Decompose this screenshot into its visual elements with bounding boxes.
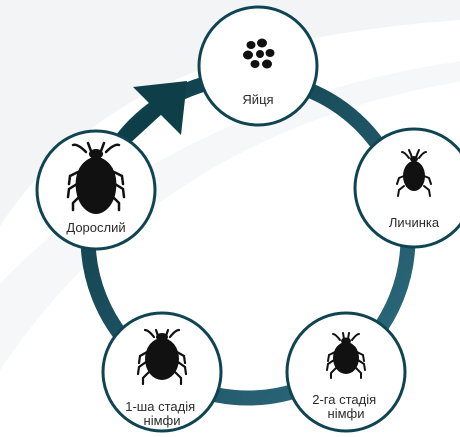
stage-node-nymph2: 2-га стадія німфи xyxy=(285,311,407,433)
node-label: 1-ша стадія xyxy=(125,399,195,414)
node-label: Яйця xyxy=(242,92,273,107)
stage-node-eggs: Яйця xyxy=(197,5,319,127)
node-label: Дорослий xyxy=(66,220,125,235)
node-label: Личинка xyxy=(389,215,440,230)
stage-node-adult: Дорослий xyxy=(35,129,157,251)
svg-text:2-га стадія німфи: 2-га стадія німфи xyxy=(312,392,380,421)
nymph1-mite-icon xyxy=(136,328,188,386)
adult-mite-icon xyxy=(66,141,126,214)
svg-text:Дорослий: Дорослий xyxy=(66,220,125,235)
node-label: німфи xyxy=(328,406,365,421)
nymph2-mite-icon xyxy=(326,332,366,379)
svg-text:Личинка: Личинка xyxy=(389,215,440,230)
node-label: німфи xyxy=(144,413,181,428)
node-label: 2-га стадія xyxy=(312,392,376,407)
stage-node-larva: Личинка xyxy=(353,127,460,249)
larva-mite-icon xyxy=(396,149,432,197)
svg-text:Яйця: Яйця xyxy=(242,92,273,107)
svg-text:1-ша стадія німфи: 1-ша стадія німфи xyxy=(125,399,199,428)
stage-node-nymph1: 1-ша стадія німфи xyxy=(101,311,223,433)
eggs-icon xyxy=(243,38,275,69)
background-swoosh xyxy=(0,0,460,227)
